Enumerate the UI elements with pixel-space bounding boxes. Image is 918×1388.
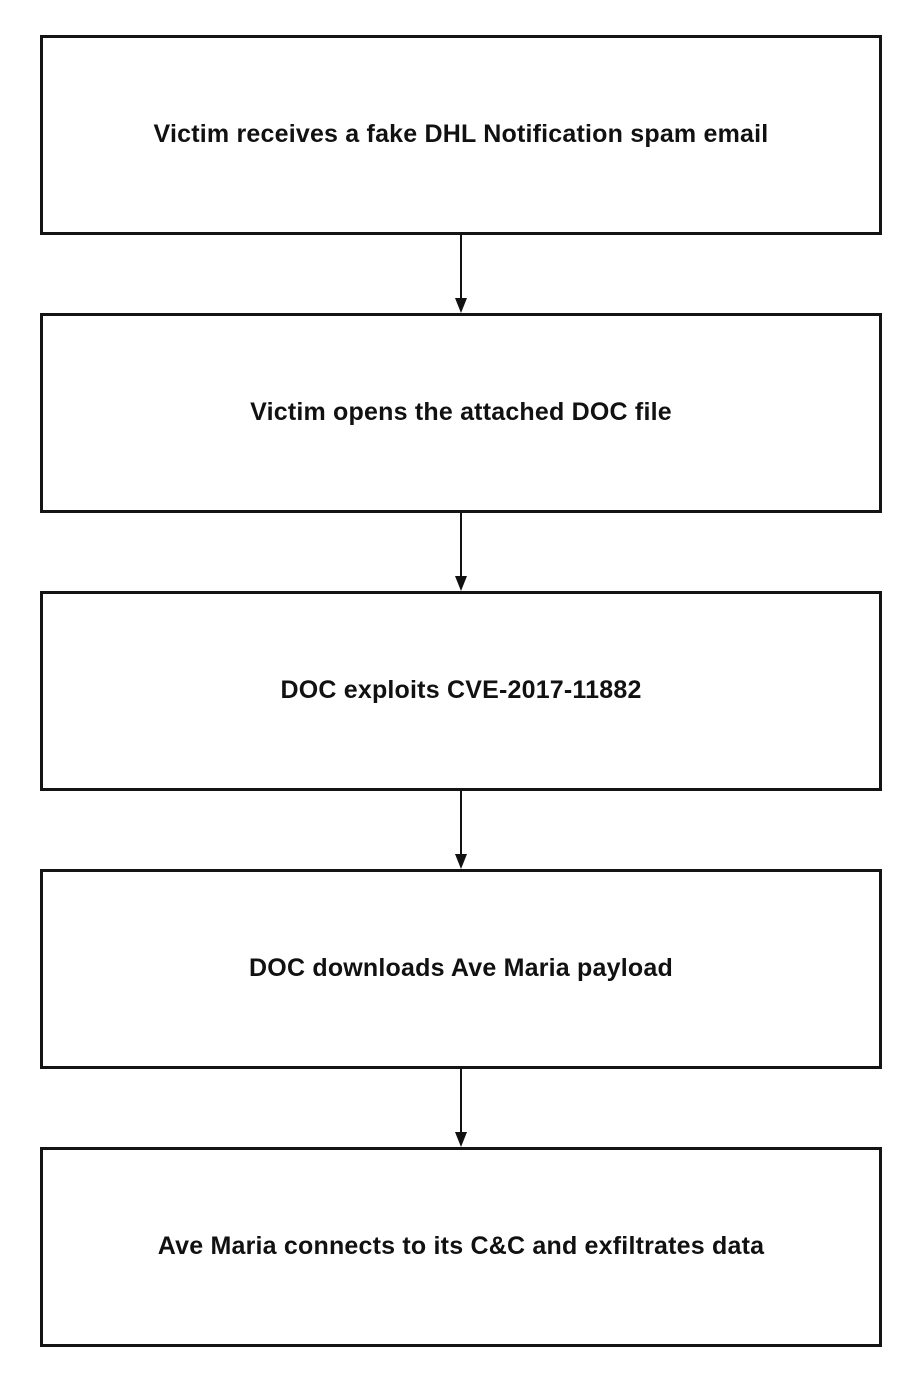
flow-step-box-3: DOC exploits CVE-2017-11882 — [40, 591, 882, 791]
arrow-down-icon — [455, 513, 467, 591]
arrow-down-icon — [455, 235, 467, 313]
flow-step-label-4: DOC downloads Ave Maria payload — [249, 954, 673, 983]
flow-step-label-2: Victim opens the attached DOC file — [250, 398, 672, 427]
flow-step-box-2: Victim opens the attached DOC file — [40, 313, 882, 513]
flow-step-box-4: DOC downloads Ave Maria payload — [40, 869, 882, 1069]
flow-step-box-5: Ave Maria connects to its C&C and exfilt… — [40, 1147, 882, 1347]
flow-step-box-1: Victim receives a fake DHL Notification … — [40, 35, 882, 235]
connector-4-5 — [40, 1069, 882, 1147]
connector-3-4 — [40, 791, 882, 869]
flow-step-label-3: DOC exploits CVE-2017-11882 — [280, 676, 642, 705]
flow-step-label-5: Ave Maria connects to its C&C and exfilt… — [157, 1232, 765, 1261]
connector-2-3 — [40, 513, 882, 591]
flowchart: Victim receives a fake DHL Notification … — [40, 35, 882, 1347]
arrow-down-icon — [455, 1069, 467, 1147]
arrow-down-icon — [455, 791, 467, 869]
connector-1-2 — [40, 235, 882, 313]
flow-step-label-1: Victim receives a fake DHL Notification … — [153, 120, 769, 149]
